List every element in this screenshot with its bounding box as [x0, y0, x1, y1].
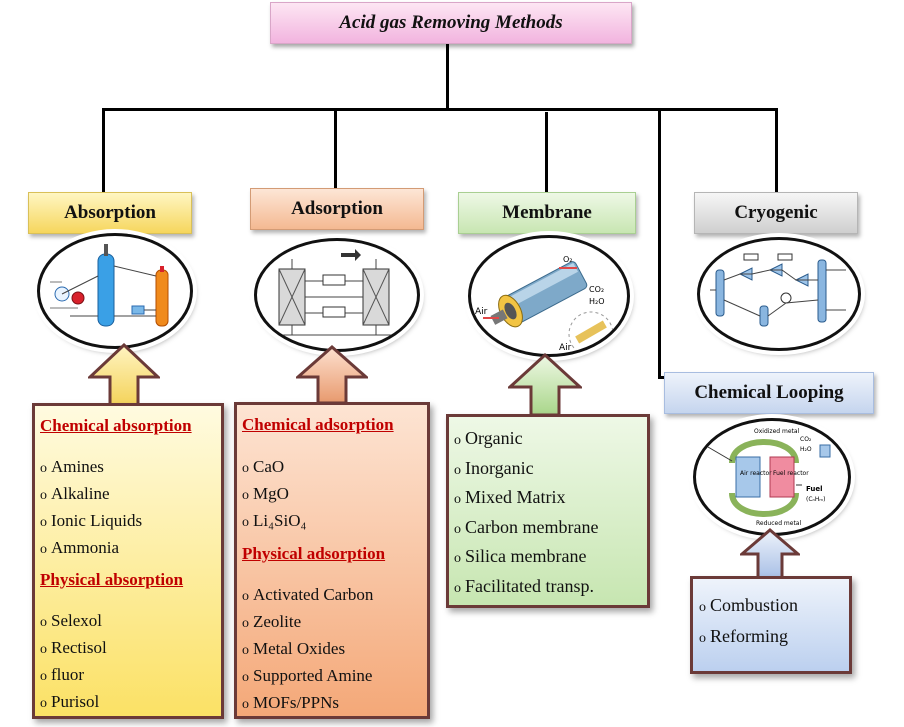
membrane-air-in-label: Air	[475, 307, 488, 317]
fuel-reactor-label: Fuel reactor	[773, 470, 809, 477]
adsorption-process-illustration	[254, 238, 420, 352]
category-cryogenic-label: Cryogenic	[734, 202, 818, 223]
membrane-o2-label: O₂	[563, 255, 573, 264]
membrane-air-out-label: Air	[559, 343, 572, 353]
chemical-absorption-heading: Chemical absorption	[40, 416, 192, 435]
absorption-process-illustration	[37, 233, 193, 349]
diagram-title: Acid gas Removing Methods	[270, 2, 632, 44]
category-chemical-looping-label: Chemical Looping	[694, 382, 844, 403]
membrane-h2o-label: H₂O	[589, 297, 605, 306]
fuel-label: Fuel	[806, 485, 823, 493]
chemical-adsorption-heading: Chemical adsorption	[242, 415, 394, 434]
category-membrane-label: Membrane	[502, 202, 592, 223]
chemical-looping-up-arrow	[740, 528, 800, 580]
branch-line-cryogenic	[775, 108, 778, 192]
category-chemical-looping: Chemical Looping	[664, 372, 874, 414]
trunk-line	[446, 42, 449, 109]
reduced-metal-label: Reduced metal	[756, 520, 801, 527]
category-membrane: Membrane	[458, 192, 636, 234]
physical-adsorption-heading: Physical adsorption	[242, 544, 386, 563]
membrane-up-arrow	[508, 353, 582, 417]
membrane-co2-label: CO₂	[589, 285, 604, 294]
horizontal-bus-line	[102, 108, 777, 111]
oxidized-metal-label: Oxidized metal	[754, 428, 800, 435]
absorption-up-arrow	[88, 343, 160, 407]
branch-line-absorption	[102, 108, 105, 192]
fuel-formula-label: (CₙHₘ)	[806, 496, 826, 503]
air-reactor-label: Air reactor	[740, 470, 772, 477]
membrane-process-illustration: Air Air O₂ CO₂ H₂O	[468, 235, 630, 357]
chemical-looping-process-illustration: Air reactor Fuel reactor Oxidized metal …	[693, 418, 851, 536]
branch-line-adsorption	[334, 108, 337, 188]
category-adsorption-label: Adsorption	[291, 198, 383, 219]
air-label: Air	[704, 436, 713, 443]
branch-line-membrane	[545, 112, 548, 192]
h2o-label: H₂O	[800, 446, 812, 453]
adsorption-up-arrow	[296, 345, 368, 405]
physical-absorption-heading: Physical absorption	[40, 570, 184, 589]
category-adsorption: Adsorption	[250, 188, 424, 230]
cryogenic-process-illustration	[697, 237, 861, 351]
co2-label: CO₂	[800, 436, 812, 443]
category-absorption-label: Absorption	[64, 202, 156, 223]
category-cryogenic: Cryogenic	[694, 192, 858, 234]
branch-line-chemical-looping-foot	[658, 376, 666, 379]
branch-line-chemical-looping	[658, 108, 661, 378]
category-absorption: Absorption	[28, 192, 192, 234]
